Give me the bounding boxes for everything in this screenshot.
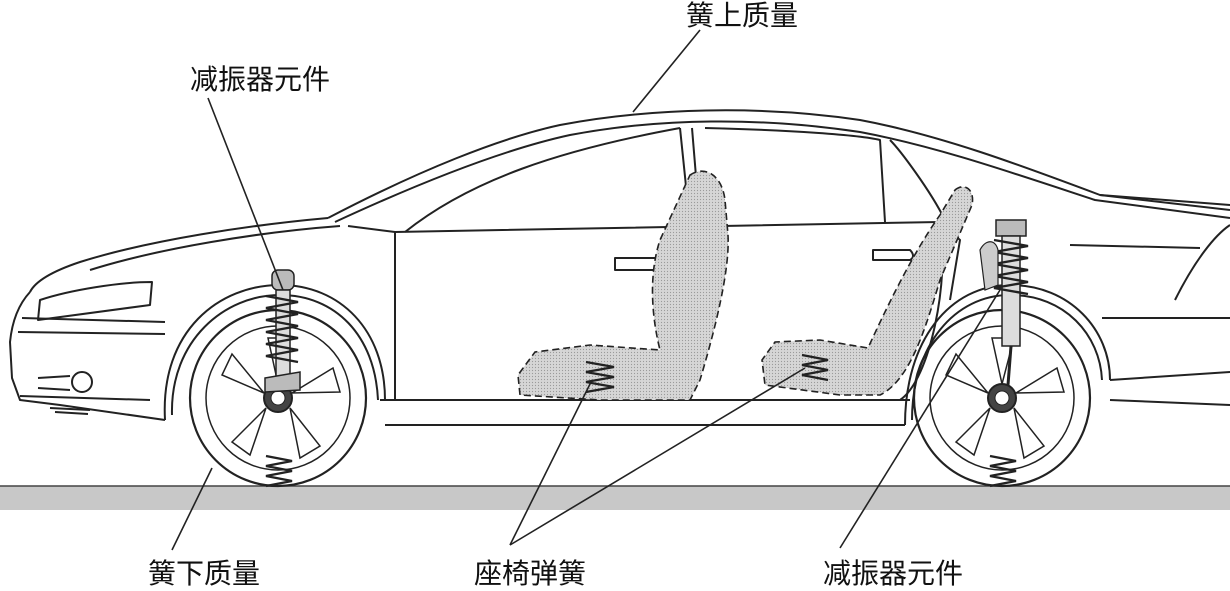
- label-rear-damper-element: 减振器元件: [823, 560, 963, 588]
- front-seat: [518, 171, 728, 400]
- label-sprung-mass: 簧上质量: [686, 2, 798, 30]
- label-unsprung-mass: 簧下质量: [148, 560, 260, 588]
- leader-lines: [172, 30, 1000, 550]
- label-front-damper-element: 减振器元件: [190, 66, 330, 94]
- ground: [0, 486, 1230, 510]
- tire-springs: [266, 456, 1016, 486]
- leader-front-damper: [208, 98, 283, 290]
- rear-damper-assembly: [980, 220, 1028, 385]
- seats: [518, 171, 973, 400]
- leader-sprung-mass: [633, 30, 700, 112]
- label-seat-springs: 座椅弹簧: [474, 560, 586, 588]
